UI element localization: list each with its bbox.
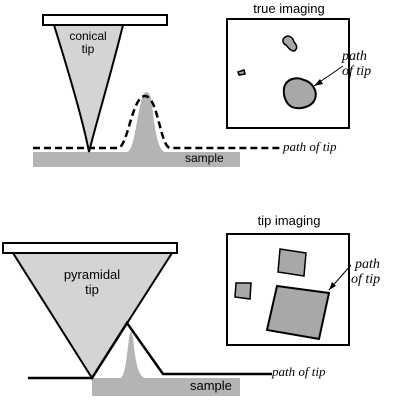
top-tip-path: [33, 94, 280, 150]
conical-tip-scene: conical tip sample path of tip: [33, 14, 337, 167]
tip-imaging-title: tip imaging: [258, 213, 321, 228]
tip-imaging-feature-dot: [234, 282, 252, 300]
conical-tip-holder: [42, 14, 168, 26]
conical-tip-label-2: tip: [82, 42, 95, 56]
bottom-sample: [92, 332, 240, 396]
tip-imaging-path-label-2: of tip: [351, 272, 380, 287]
top-path-label: path of tip: [282, 139, 337, 154]
true-imaging-path-label-1: path: [341, 49, 367, 64]
true-imaging-feature-small: [282, 35, 298, 52]
tip-imaging-arrowhead: [329, 282, 336, 290]
pyramidal-tip-label-2: tip: [85, 282, 99, 297]
tip-imaging-feature-large: [265, 284, 331, 341]
true-imaging-arrowhead: [314, 79, 323, 86]
bottom-path-label: path of tip: [271, 364, 326, 379]
pyramidal-tip-scene: pyramidal tip sample path of tip: [2, 242, 326, 396]
top-sample-label: sample: [185, 151, 224, 165]
true-imaging-path-label-2: of tip: [342, 64, 371, 79]
bottom-sample-label: sample: [190, 378, 232, 393]
true-imaging-panel: true imaging path of tip: [226, 1, 371, 129]
tip-imaging-panel: tip imaging path of tip: [226, 213, 380, 346]
true-imaging-title: true imaging: [253, 1, 325, 16]
tip-imaging-path-label-1: path: [354, 257, 380, 272]
conical-tip-label-1: conical: [69, 29, 106, 43]
true-imaging-feature-dot: [237, 69, 246, 76]
bottom-tip-path: [28, 320, 272, 380]
tip-imaging-feature-small: [277, 248, 307, 277]
true-imaging-feature-large: [282, 77, 317, 110]
pyramidal-tip-label-1: pyramidal: [64, 267, 120, 282]
conical-tip: [52, 24, 125, 153]
pyramidal-tip-holder: [2, 242, 178, 254]
top-sample: [33, 92, 240, 167]
